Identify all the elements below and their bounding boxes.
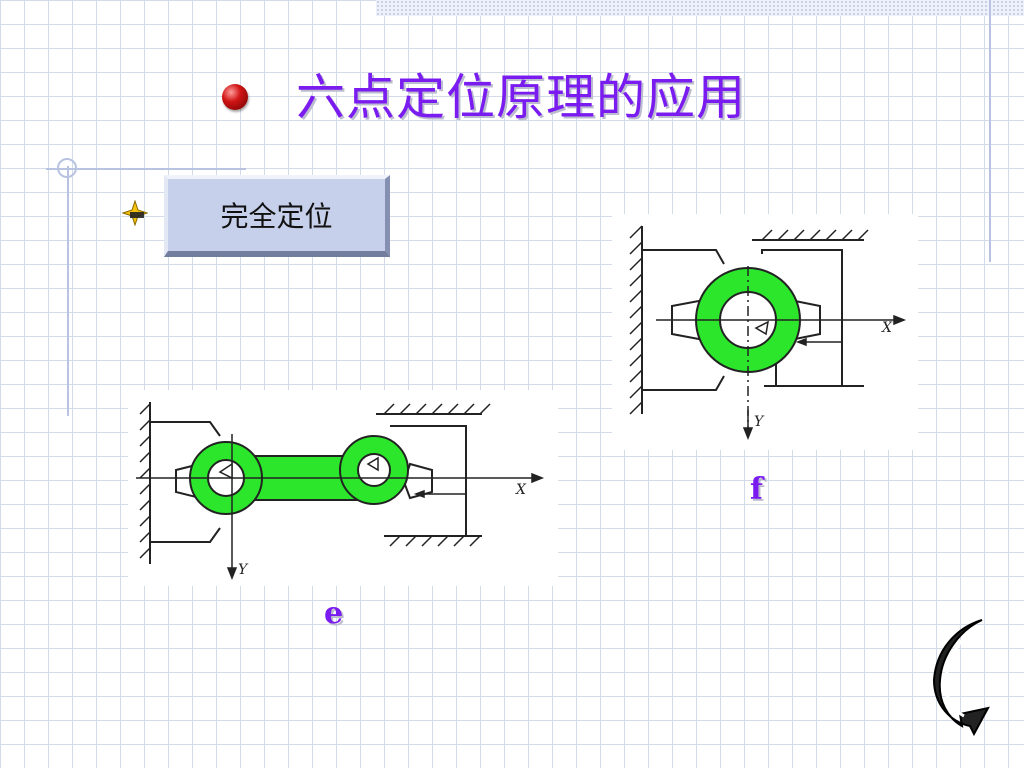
- arrow-bullet-icon: [122, 200, 148, 226]
- back-arrow-icon[interactable]: [930, 616, 994, 738]
- complete-positioning-button[interactable]: 完全定位: [164, 175, 390, 257]
- left-decor-line: [67, 166, 69, 416]
- figure-f-caption: f: [750, 472, 763, 507]
- top-decor-band: [376, 0, 1024, 16]
- figure-e-x-label: X: [515, 482, 527, 498]
- figure-f-diagram: X Y: [612, 214, 918, 450]
- figure-e-caption: e: [324, 596, 344, 631]
- bullet-ball-icon: [222, 84, 248, 110]
- right-decor-line: [989, 0, 991, 262]
- slide-title: 六点定位原理的应用: [296, 69, 747, 126]
- left-decor-hline: [46, 168, 246, 170]
- left-decor-circle: [57, 158, 77, 178]
- figure-f-x-label: X: [881, 320, 893, 336]
- figure-e-y-label: Y: [238, 562, 249, 578]
- figure-e-diagram: X Y: [128, 390, 558, 586]
- figure-f-y-label: Y: [754, 414, 765, 430]
